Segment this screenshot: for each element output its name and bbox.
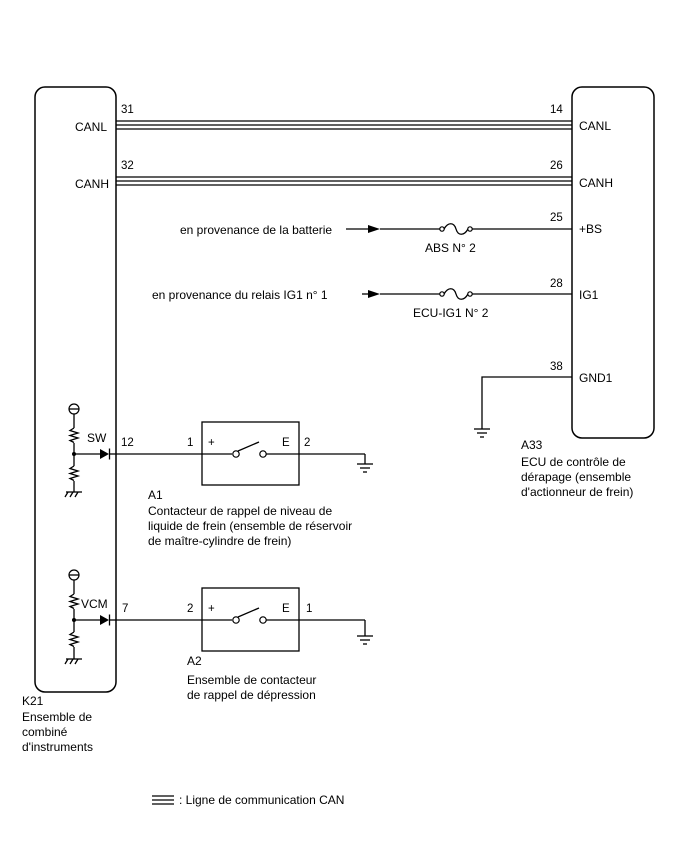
k21-connector-box: [34, 86, 117, 693]
a33-pin-25-number: 25: [550, 212, 563, 224]
ig1-relay-source-label: en provenance du relais IG1 n° 1: [152, 288, 328, 302]
k21-name-line-3: d'instruments: [22, 740, 93, 754]
battery-arrow-icon: [368, 225, 380, 233]
a33-pin-canh-label: CANH: [579, 176, 613, 190]
a1-name-line-3: de maître-cylindre de frein): [148, 534, 291, 548]
a2-pin-right-number: 1: [306, 603, 312, 615]
abs-fuse-label: ABS N° 2: [425, 241, 476, 255]
can-line-legend-icon: [152, 795, 174, 805]
a2-name-line-2: de rappel de dépression: [187, 688, 316, 702]
a33-connector-box: [571, 86, 655, 439]
can-line-legend-label: : Ligne de communication CAN: [179, 793, 344, 807]
a33-pin-38-number: 38: [550, 361, 563, 373]
a33-pin-canl-label: CANL: [579, 119, 611, 133]
k21-pin-7-number: 7: [122, 603, 128, 615]
gnd1-wire: [481, 376, 572, 429]
k21-pin-31-number: 31: [121, 104, 134, 116]
k21-pin-vcm-label: VCM: [81, 597, 108, 611]
k21-pin-32-number: 32: [121, 160, 134, 172]
k21-sw-internal-circuit: [64, 403, 116, 498]
a33-name-line-2: dérapage (ensemble: [521, 470, 631, 484]
a33-pin-28-number: 28: [550, 278, 563, 290]
a33-name-line-3: d'actionneur de frein): [521, 485, 633, 499]
k21-vcm-internal-circuit: [64, 569, 116, 665]
ecu-ig1-fuse-label: ECU-IG1 N° 2: [413, 306, 489, 320]
k21-pin-12-number: 12: [121, 437, 134, 449]
a2-code: A2: [187, 654, 202, 668]
a1-name-line-2: liquide de frein (ensemble de réservoir: [148, 519, 352, 533]
a1-pin-left-number: 1: [187, 437, 193, 449]
a2-ground-icon: [357, 635, 373, 645]
a33-pin-bs-label: +BS: [579, 222, 602, 236]
a2-switch-icon: [202, 607, 299, 624]
a2-name-line-1: Ensemble de contacteur: [187, 673, 316, 687]
a1-plus-label: +: [208, 437, 215, 449]
a1-name-line-1: Contacteur de rappel de niveau de: [148, 504, 332, 518]
a33-pin-gnd1-label: GND1: [579, 371, 613, 385]
a1-ground-icon: [357, 463, 373, 473]
a33-ground-icon: [474, 428, 490, 438]
a2-pin-left-number: 2: [187, 603, 193, 615]
a33-code: A33: [521, 438, 543, 452]
k21-pin-sw-label: SW: [87, 431, 107, 445]
a1-code: A1: [148, 488, 163, 502]
a1-e-label: E: [282, 437, 290, 449]
abs-fuse-icon: [439, 223, 473, 235]
ig1-arrow-icon: [368, 290, 380, 298]
a1-pin-right-number: 2: [304, 437, 310, 449]
k21-pin-canh-label: CANH: [75, 177, 109, 191]
a33-name-line-1: ECU de contrôle de: [521, 455, 626, 469]
k21-name-line-2: combiné: [22, 725, 68, 739]
a1-switch-icon: [202, 441, 299, 458]
k21-code: K21: [22, 694, 44, 708]
a33-pin-ig1-label: IG1: [579, 288, 599, 302]
a2-e-label: E: [282, 603, 290, 615]
canh-wire: [116, 176, 572, 186]
a2-plus-label: +: [208, 603, 215, 615]
a33-pin-26-number: 26: [550, 160, 563, 172]
battery-source-label: en provenance de la batterie: [180, 223, 332, 237]
canl-wire: [116, 120, 572, 130]
k21-name-line-1: Ensemble de: [22, 710, 92, 724]
k21-pin-canl-label: CANL: [75, 120, 107, 134]
a33-pin-14-number: 14: [550, 104, 563, 116]
ecu-ig1-fuse-icon: [439, 288, 473, 300]
